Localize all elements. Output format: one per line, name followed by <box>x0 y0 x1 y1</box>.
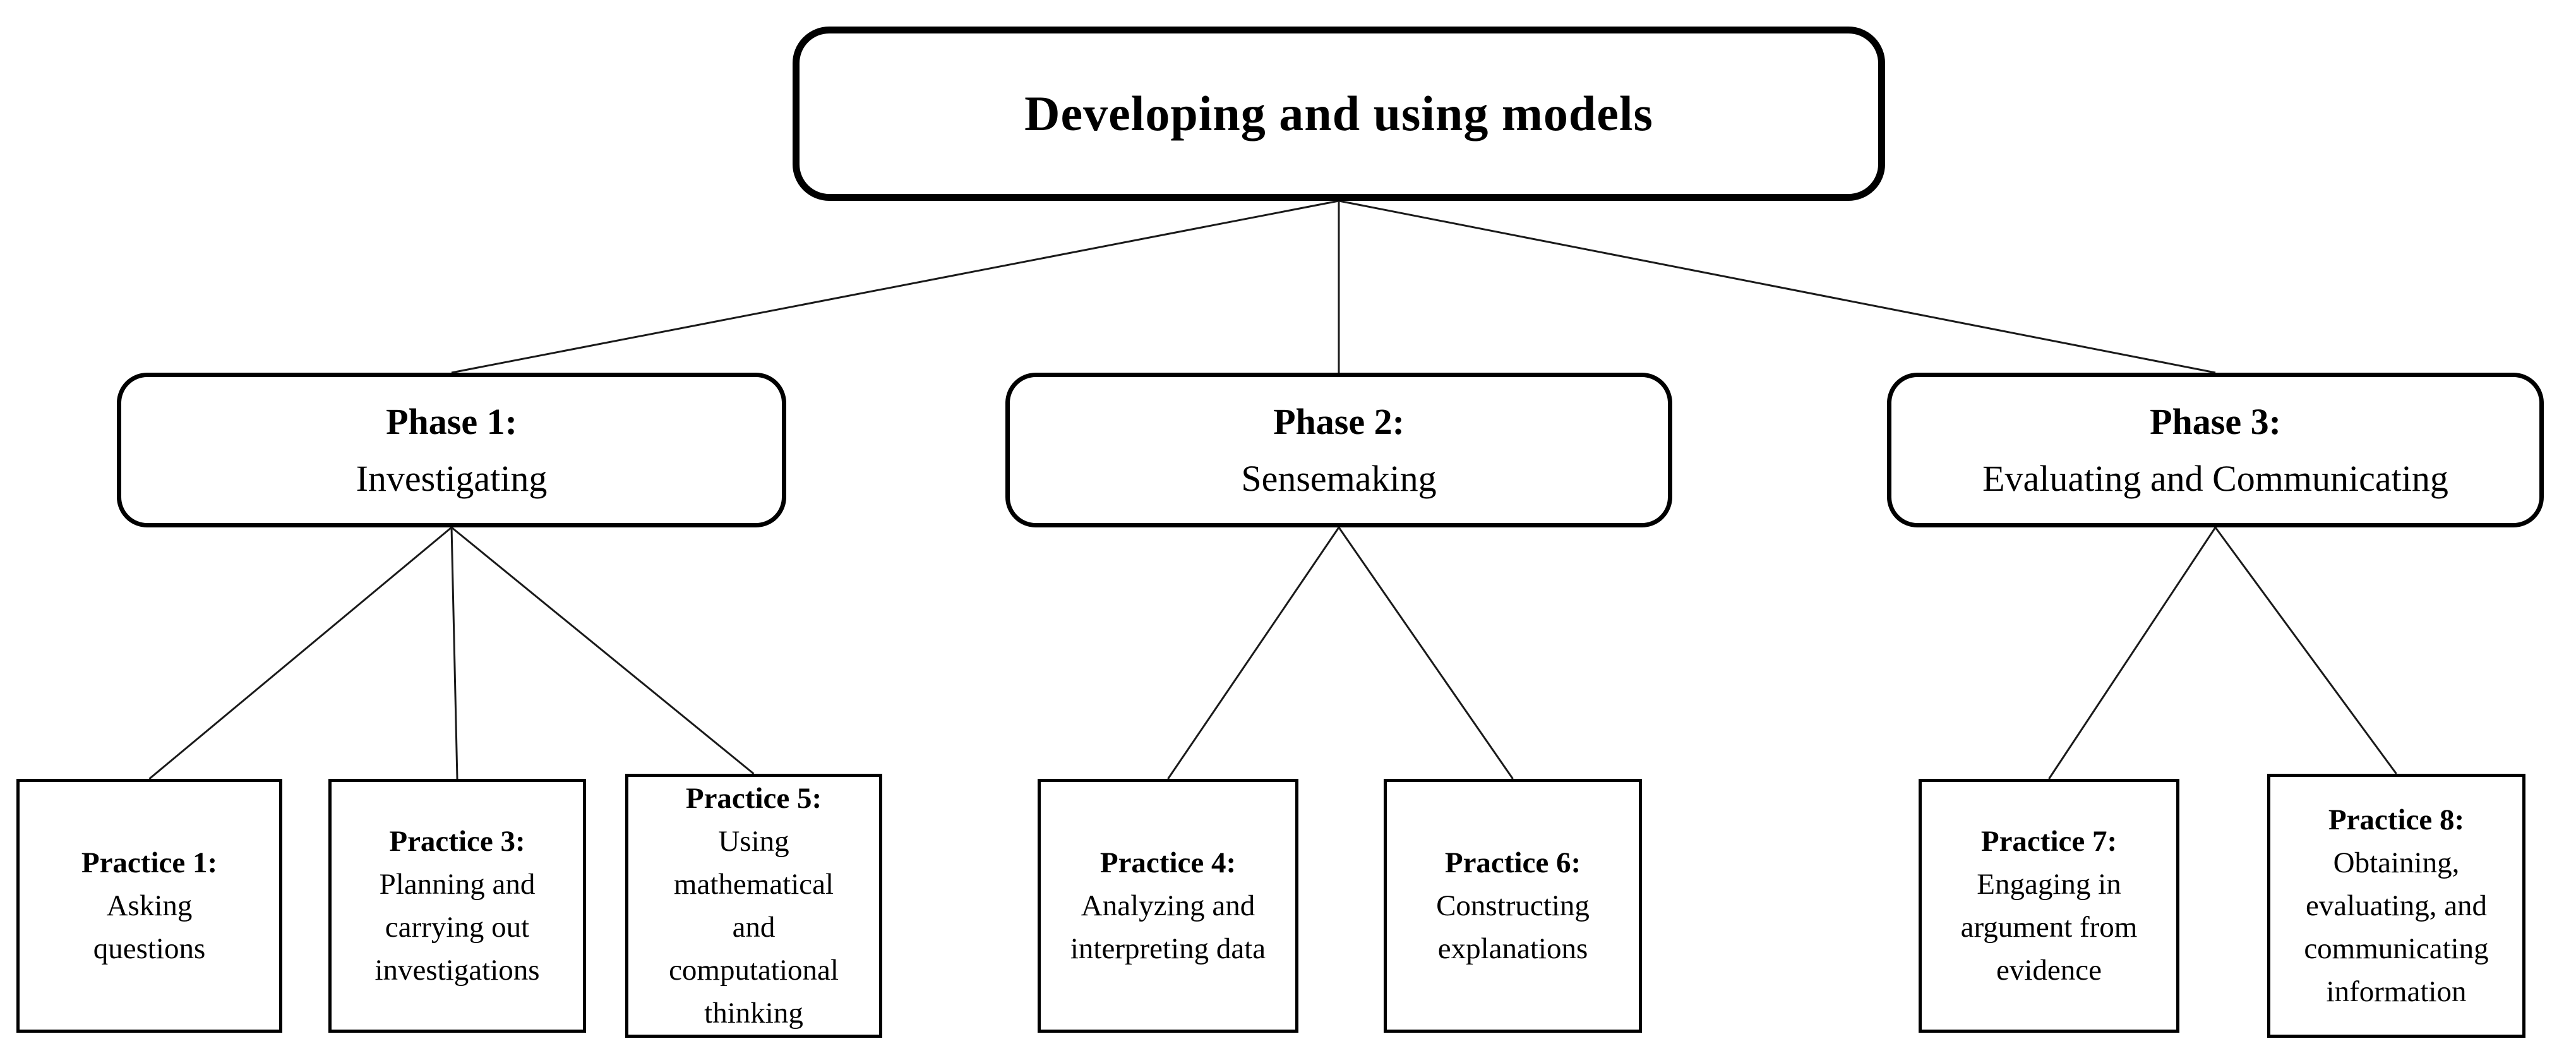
root-title: Developing and using models <box>1024 86 1653 141</box>
practice-1-node: Practice 1: Asking questions <box>16 779 282 1033</box>
practice-6-title: Practice 6: <box>1444 846 1581 879</box>
connector-line <box>148 526 452 780</box>
practice-7-node: Practice 7: Engaging in argument from ev… <box>1919 779 2179 1033</box>
practice-3-node: Practice 3: Planning and carrying out in… <box>328 779 586 1033</box>
connector-line <box>1167 527 1340 779</box>
connector-line <box>2214 527 2397 774</box>
connector-line <box>1338 527 1514 779</box>
practice-6-body: Constructing explanations <box>1436 889 1590 966</box>
practice-7-title: Practice 7: <box>1980 824 2118 858</box>
connector-line <box>2048 527 2217 779</box>
practice-5-body: Using mathematical and computational thi… <box>669 824 839 1030</box>
phase-3-title: Phase 3: <box>2150 400 2281 442</box>
phase-1-title: Phase 1: <box>386 400 517 442</box>
practice-3-body: Planning and carrying out investigations <box>374 867 540 987</box>
practice-6-node: Practice 6: Constructing explanations <box>1384 779 1642 1033</box>
practice-7-body: Engaging in argument from evidence <box>1960 867 2138 987</box>
practice-1-title: Practice 1: <box>81 846 218 879</box>
practice-8-title: Practice 8: <box>2328 803 2465 836</box>
practice-1-body: Asking questions <box>93 889 206 966</box>
practice-4-node: Practice 4: Analyzing and interpreting d… <box>1038 779 1298 1033</box>
connector-line <box>451 200 1339 374</box>
phase-2-subtitle: Sensemaking <box>1241 457 1437 499</box>
phase-3-subtitle: Evaluating and Communicating <box>1982 457 2448 499</box>
practice-5-node: Practice 5: Using mathematical and compu… <box>625 774 882 1038</box>
practice-5-title: Practice 5: <box>685 781 822 815</box>
practice-8-node: Practice 8: Obtaining, evaluating, and c… <box>2267 774 2525 1038</box>
connector-line <box>1338 200 2216 374</box>
practice-8-body: Obtaining, evaluating, and communicating… <box>2304 846 2489 1009</box>
phase-1-subtitle: Investigating <box>356 457 548 499</box>
root-node-developing-and-using-models: Developing and using models <box>793 27 1885 201</box>
practice-4-title: Practice 4: <box>1099 846 1237 879</box>
phase-3-node: Phase 3: Evaluating and Communicating <box>1887 373 2544 527</box>
practice-3-title: Practice 3: <box>389 824 525 858</box>
connector-line <box>451 526 755 775</box>
practice-4-body: Analyzing and interpreting data <box>1070 889 1266 966</box>
phase-2-node: Phase 2: Sensemaking <box>1005 373 1672 527</box>
phase-1-node: Phase 1: Investigating <box>117 373 786 527</box>
connector-line <box>450 527 458 779</box>
phase-2-title: Phase 2: <box>1273 400 1405 442</box>
